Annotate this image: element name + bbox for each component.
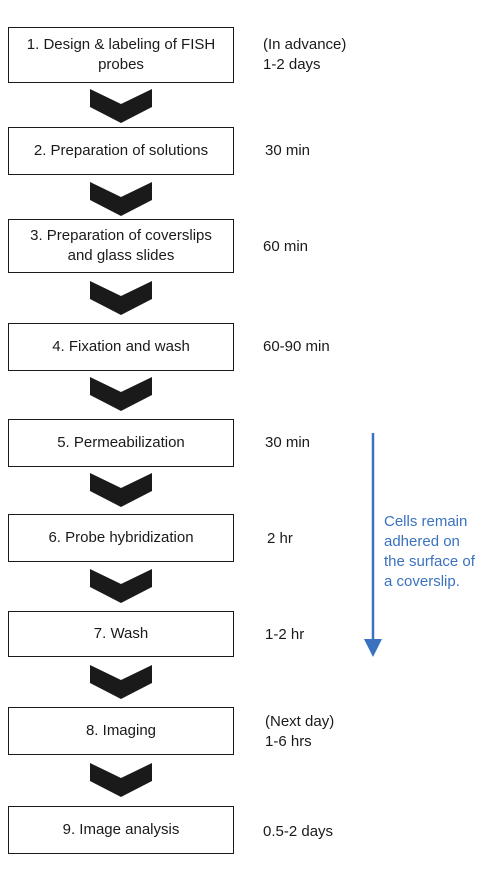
step-7-label: 7. Wash bbox=[93, 625, 149, 642]
chevron-arrow-6 bbox=[90, 569, 152, 603]
step-6-box: 6. Probe hybridization bbox=[8, 514, 234, 562]
chevron-arrow-4 bbox=[90, 377, 152, 411]
step-5-box: 5. Permeabilization bbox=[8, 419, 234, 467]
step-9-box: 9. Image analysis bbox=[8, 806, 234, 854]
step-8-time: (Next day) 1-6 hrs bbox=[265, 713, 335, 750]
adhered-range-arrow bbox=[364, 433, 382, 657]
step-4-box: 4. Fixation and wash bbox=[8, 323, 234, 371]
step-2-box: 2. Preparation of solutions bbox=[8, 127, 234, 175]
chevron-arrow-5 bbox=[90, 473, 152, 507]
step-8-box: 8. Imaging bbox=[8, 707, 234, 755]
step-6-label: 6. Probe hybridization bbox=[48, 529, 194, 546]
step-4-time: 60-90 min bbox=[263, 338, 330, 355]
chevron-arrow-2 bbox=[90, 182, 152, 216]
chevron-arrow-7 bbox=[90, 665, 152, 699]
step-6-time: 2 hr bbox=[267, 530, 293, 547]
step-2-label: 2. Preparation of solutions bbox=[33, 142, 209, 159]
step-3-box: 3. Preparation of coverslips and glass s… bbox=[8, 219, 234, 273]
chevron-arrow-3 bbox=[90, 281, 152, 315]
chevron-arrow-1 bbox=[90, 89, 152, 123]
step-7-time: 1-2 hr bbox=[265, 626, 305, 643]
step-7-box: 7. Wash bbox=[8, 611, 234, 657]
chevron-arrow-8 bbox=[90, 763, 152, 797]
step-1-label: 1. Design & labeling of FISH probes bbox=[26, 36, 216, 73]
step-1-box: 1. Design & labeling of FISH probes bbox=[8, 27, 234, 83]
step-5-time: 30 min bbox=[265, 434, 311, 451]
step-3-time: 60 min bbox=[263, 238, 309, 255]
step-2-time: 30 min bbox=[265, 142, 311, 159]
step-4-label: 4. Fixation and wash bbox=[52, 338, 190, 355]
adhered-note: Cells remain adhered on the surface of a… bbox=[384, 513, 475, 590]
step-3-label: 3. Preparation of coverslips and glass s… bbox=[30, 227, 212, 264]
step-9-time: 0.5-2 days bbox=[263, 823, 334, 840]
step-5-label: 5. Permeabilization bbox=[57, 434, 185, 451]
step-1-time: (In advance) 1-2 days bbox=[263, 36, 347, 73]
step-9-label: 9. Image analysis bbox=[62, 821, 180, 838]
step-8-label: 8. Imaging bbox=[85, 722, 157, 739]
